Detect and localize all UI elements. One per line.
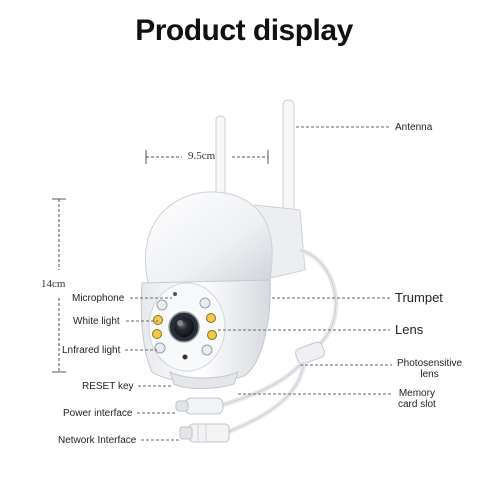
height-dimension: 14cm (41, 278, 66, 290)
power-connector (175, 397, 224, 415)
leader-lines (125, 126, 392, 441)
label-photosensitive-line2: lens (420, 369, 439, 380)
antenna-left (215, 115, 226, 201)
camera-dome (144, 191, 273, 285)
microphone-hole (173, 292, 177, 296)
label-reset-key: RESET key (82, 381, 134, 392)
label-trumpet: Trumpet (395, 290, 443, 305)
label-antenna: Antenna (395, 122, 433, 133)
lens (168, 311, 200, 343)
network-connector (179, 423, 230, 443)
label-memory-line1: Memory (398, 388, 435, 399)
label-memory-card-slot: Memory card slot (398, 388, 436, 410)
photosensitive-sensor (182, 354, 188, 360)
label-microphone: Microphone (72, 293, 125, 304)
label-photosensitive-line1: Photosensitive (397, 358, 463, 369)
label-white-light: White light (73, 316, 120, 327)
label-photosensitive-lens: Photosensitive lens (397, 358, 462, 380)
bottom-base (169, 370, 239, 389)
label-memory-line2: card slot (398, 399, 436, 410)
page-title: Product display (135, 14, 353, 47)
width-dimension: 9.5cm (188, 150, 216, 162)
label-lens: Lens (395, 322, 424, 337)
label-infrared-light: Lnfrared light (62, 345, 121, 356)
label-network-interface: Network Interface (58, 435, 137, 446)
label-power-interface: Power interface (63, 408, 133, 419)
cable-junction (295, 341, 325, 365)
white-light-leds (154, 297, 213, 356)
infrared-light-leds (152, 313, 217, 340)
